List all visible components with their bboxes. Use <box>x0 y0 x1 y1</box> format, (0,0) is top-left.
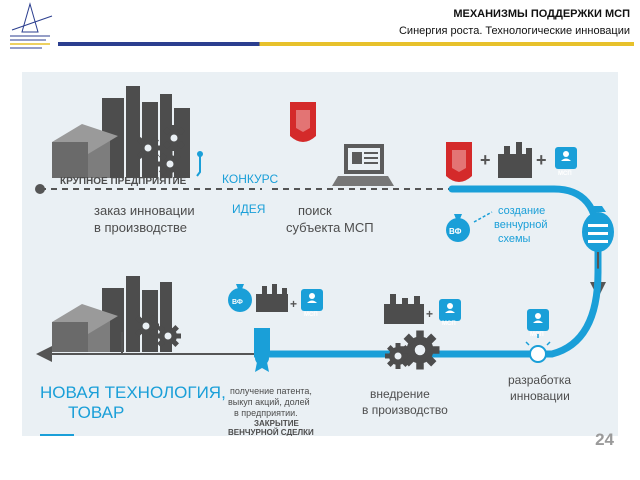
patent-line3: в предприятии. <box>234 408 298 418</box>
sme-icon-development <box>527 309 549 331</box>
region-flag-small-icon <box>446 142 472 182</box>
sme-icon-closing <box>301 289 323 311</box>
innovation-cycle-diagram: КРУПНОЕ ПРЕДПРИЯТИЕ заказ инновации в пр… <box>22 86 614 436</box>
header-subtitle: Синергия роста. Технологические инноваци… <box>398 25 630 37</box>
patent-line2: выкуп акций, долей <box>228 397 310 407</box>
closing-line1: ЗАКРЫТИЕ <box>254 419 299 428</box>
idea-label: ИДЕЯ <box>232 202 265 216</box>
logo-emblem <box>10 2 53 49</box>
bottom-accent-bar <box>40 434 74 436</box>
fund-label-2: ВФ <box>232 299 243 306</box>
venture-connector <box>473 211 493 223</box>
patent-line1: получение патента, <box>230 386 312 396</box>
sme-factory-icon <box>498 142 532 178</box>
large-enterprise-factory-icon <box>52 86 190 178</box>
new-tech-line1: НОВАЯ ТЕХНОЛОГИЯ, <box>40 383 226 402</box>
certificate-ribbon-icon <box>254 328 270 372</box>
contest-label: КОНКУРС <box>222 172 278 186</box>
sme-icon-implementation <box>439 299 461 321</box>
diagram-panel: КРУПНОЕ ПРЕДПРИЯТИЕ заказ инновации в пр… <box>22 72 618 436</box>
innovation-order-line1: заказ инновации <box>94 203 195 218</box>
venture-line1: создание <box>498 205 545 217</box>
closing-line2: ВЕНЧУРНОЙ СДЕЛКИ <box>228 428 314 436</box>
search-line2: субъекта МСП <box>286 220 374 235</box>
money-stack-icon <box>582 206 614 252</box>
start-dot <box>35 184 45 194</box>
flow-arrow-bottom <box>308 268 602 358</box>
sme-factory-implementation-icon <box>384 294 424 324</box>
sme-label-development: МСП <box>530 332 544 338</box>
plus-sign-3: + <box>426 307 433 321</box>
development-line1: разработка <box>508 373 571 387</box>
large-enterprise-label: КРУПНОЕ ПРЕДПРИЯТИЕ <box>60 176 187 187</box>
implementation-line1: внедрение <box>370 387 430 401</box>
new-technology-factory-icon <box>52 276 181 352</box>
flow-arrow-left <box>40 332 254 354</box>
venture-line3: схемы <box>498 233 531 245</box>
fund-label-1: ВФ <box>449 227 462 236</box>
lightbulb-icon <box>525 334 551 363</box>
sme-label-top: МСП <box>558 171 572 177</box>
sme-label-implementation: МСП <box>442 321 456 327</box>
venture-line2: венчурной <box>494 219 547 231</box>
plus-sign-1: + <box>480 150 491 170</box>
gears-implementation-icon <box>385 330 440 370</box>
order-connector <box>196 154 201 177</box>
plus-sign-4: + <box>290 297 297 311</box>
order-connector-dot <box>197 151 203 157</box>
sme-label-closing: МСП <box>304 312 318 318</box>
page-number: 24 <box>595 430 614 449</box>
new-tech-line2: ТОВАР <box>68 403 124 422</box>
search-line1: поиск <box>298 203 332 218</box>
development-line2: инновации <box>510 389 570 403</box>
venture-fund-bag-small-icon <box>228 284 252 312</box>
sme-icon-top <box>555 147 577 169</box>
plus-sign-2: + <box>536 150 547 170</box>
header-title: МЕХАНИЗМЫ ПОДДЕРЖКИ МСП <box>453 8 630 20</box>
computer-icon <box>332 144 394 186</box>
implementation-line2: в производство <box>362 403 448 417</box>
innovation-order-line2: в производстве <box>94 220 187 235</box>
sme-factory-small-icon <box>256 284 288 312</box>
header-rule <box>58 42 634 46</box>
region-flag-icon <box>290 102 316 142</box>
